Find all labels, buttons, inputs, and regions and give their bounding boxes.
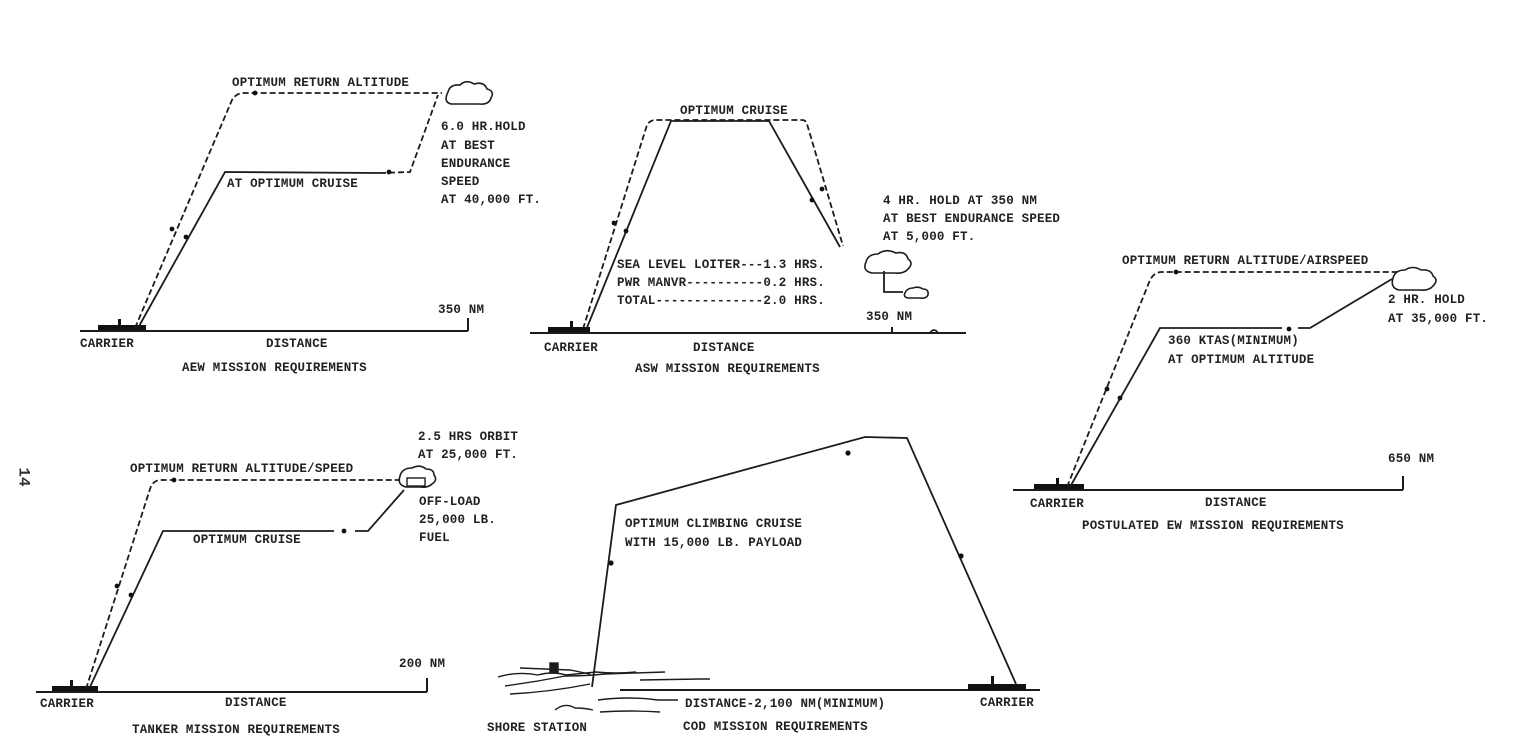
asw-loiter-line: PWR MANVR----------0.2 HRS. <box>617 276 825 290</box>
ew-range-label: 650 NM <box>1388 452 1434 466</box>
aew-waypoint <box>386 169 392 175</box>
ew-waypoint <box>1104 386 1110 392</box>
ew-outbound-path <box>1069 327 1282 488</box>
asw-loiter-cloud-icon <box>903 286 929 299</box>
asw-hold-line: AT BEST ENDURANCE SPEED <box>883 212 1060 226</box>
tanker-outbound-path <box>88 530 334 690</box>
cod-destination-label: CARRIER <box>980 696 1034 710</box>
asw-waypoint <box>819 186 825 192</box>
cod-waypoint <box>845 450 851 456</box>
tanker-waypoint <box>114 583 120 589</box>
aew-outbound-label: AT OPTIMUM CRUISE <box>227 177 358 191</box>
asw-cruise-label: OPTIMUM CRUISE <box>680 104 788 118</box>
tanker-climb-path <box>355 489 405 532</box>
asw-hold-line: AT 5,000 FT. <box>883 230 975 244</box>
cod-axis-label: DISTANCE-2,100 NM(MINIMUM) <box>685 697 885 711</box>
asw-loiter-line: TOTAL--------------2.0 HRS. <box>617 294 825 308</box>
asw-title: ASW MISSION REQUIREMENTS <box>635 362 820 376</box>
tanker-outbound-label: OPTIMUM CRUISE <box>193 533 301 547</box>
tanker-refuel-icon <box>406 477 426 487</box>
cod-cruise-line: WITH 15,000 LB. PAYLOAD <box>625 536 802 550</box>
aew-return-label: OPTIMUM RETURN ALTITUDE <box>232 76 409 90</box>
asw-panel: OPTIMUM CRUISE 4 HR. HOLD AT 350 NM AT B… <box>530 104 1060 376</box>
aew-hold-line: ENDURANCE <box>441 157 510 171</box>
tanker-waypoint <box>128 592 134 598</box>
ew-return-label: OPTIMUM RETURN ALTITUDE/AIRSPEED <box>1122 254 1369 268</box>
ew-waypoint <box>1173 269 1179 275</box>
tanker-return-path <box>85 479 402 690</box>
tanker-offload-line: 25,000 LB. <box>419 513 496 527</box>
aew-panel: OPTIMUM RETURN ALTITUDE AT OPTIMUM CRUIS… <box>80 76 541 375</box>
tanker-panel: 2.5 HRS ORBIT AT 25,000 FT. OPTIMUM RETU… <box>36 430 518 737</box>
cod-origin-label: SHORE STATION <box>487 721 587 735</box>
ew-axis-label: DISTANCE <box>1205 496 1267 510</box>
cod-carrier-icon <box>968 676 1026 690</box>
aew-hold-line: AT BEST <box>441 139 495 153</box>
cod-waypoint <box>608 560 614 566</box>
tanker-range-label: 200 NM <box>399 657 445 671</box>
tanker-orbit-line: 2.5 HRS ORBIT <box>418 430 518 444</box>
asw-solid-path <box>585 120 841 331</box>
cod-panel: OPTIMUM CLIMBING CRUISE WITH 15,000 LB. … <box>487 436 1040 735</box>
ew-waypoint <box>1286 326 1292 332</box>
cod-title: COD MISSION REQUIREMENTS <box>683 720 868 734</box>
ew-carrier-icon <box>1034 478 1084 489</box>
ew-hold-cloud-icon <box>1391 266 1437 291</box>
aew-range-label: 350 NM <box>438 303 484 317</box>
asw-waypoint <box>611 220 617 226</box>
asw-dash-path <box>582 119 844 330</box>
aew-hold-line: 6.0 HR.HOLD <box>441 120 526 134</box>
shore-station-icon <box>497 662 710 713</box>
asw-hold-line: 4 HR. HOLD AT 350 NM <box>883 194 1037 208</box>
aew-outbound-dash <box>379 94 439 174</box>
aew-waypoint <box>169 226 175 232</box>
ew-origin-label: CARRIER <box>1030 497 1084 511</box>
tanker-waypoint <box>171 477 177 483</box>
aew-hold-line: AT 40,000 FT. <box>441 193 541 207</box>
asw-waypoint <box>809 197 815 203</box>
asw-carrier-icon <box>548 321 590 332</box>
tanker-carrier-icon <box>52 680 98 691</box>
tanker-orbit-cloud-icon <box>398 465 437 488</box>
ew-return-path <box>1066 271 1420 488</box>
ew-hold-line: AT 35,000 FT. <box>1388 312 1488 326</box>
asw-loiter-line: SEA LEVEL LOITER---1.3 HRS. <box>617 258 825 272</box>
tanker-offload-line: FUEL <box>419 531 450 545</box>
aew-waypoint <box>183 234 189 240</box>
aew-waypoint <box>252 90 258 96</box>
asw-hold-cloud-icon <box>864 249 912 274</box>
ew-outbound-line: AT OPTIMUM ALTITUDE <box>1168 353 1314 367</box>
tanker-axis-label: DISTANCE <box>225 696 287 710</box>
tanker-return-label: OPTIMUM RETURN ALTITUDE/SPEED <box>130 462 354 476</box>
aew-hold-line: SPEED <box>441 175 480 189</box>
tanker-orbit-line: AT 25,000 FT. <box>418 448 518 462</box>
asw-waypoint <box>623 228 629 234</box>
tanker-origin-label: CARRIER <box>40 697 94 711</box>
aew-carrier-icon <box>98 319 146 330</box>
asw-origin-label: CARRIER <box>544 341 598 355</box>
cod-flight-path <box>591 436 1017 688</box>
asw-range-label: 350 NM <box>866 310 912 324</box>
ew-outbound-line: 360 KTAS(MINIMUM) <box>1168 334 1299 348</box>
cod-waypoint <box>958 553 964 559</box>
aew-origin-label: CARRIER <box>80 337 134 351</box>
tanker-title: TANKER MISSION REQUIREMENTS <box>132 723 340 737</box>
ew-waypoint <box>1117 395 1123 401</box>
aew-hold-cloud-icon <box>445 80 494 105</box>
ew-panel: OPTIMUM RETURN ALTITUDE/AIRSPEED 360 KTA… <box>1013 254 1488 533</box>
cod-cruise-line: OPTIMUM CLIMBING CRUISE <box>625 517 802 531</box>
tanker-offload-line: OFF-LOAD <box>419 495 481 509</box>
aew-return-path <box>134 92 442 329</box>
tanker-waypoint <box>341 528 347 534</box>
asw-axis-label: DISTANCE <box>693 341 755 355</box>
asw-descend-connector <box>883 271 903 293</box>
ew-climb-path <box>1298 278 1393 329</box>
aew-axis-label: DISTANCE <box>266 337 328 351</box>
ew-hold-line: 2 HR. HOLD <box>1388 293 1465 307</box>
ew-title: POSTULATED EW MISSION REQUIREMENTS <box>1082 519 1344 533</box>
asw-surface-contact-icon <box>929 329 939 334</box>
aew-outbound-path <box>137 171 381 329</box>
aew-title: AEW MISSION REQUIREMENTS <box>182 361 367 375</box>
